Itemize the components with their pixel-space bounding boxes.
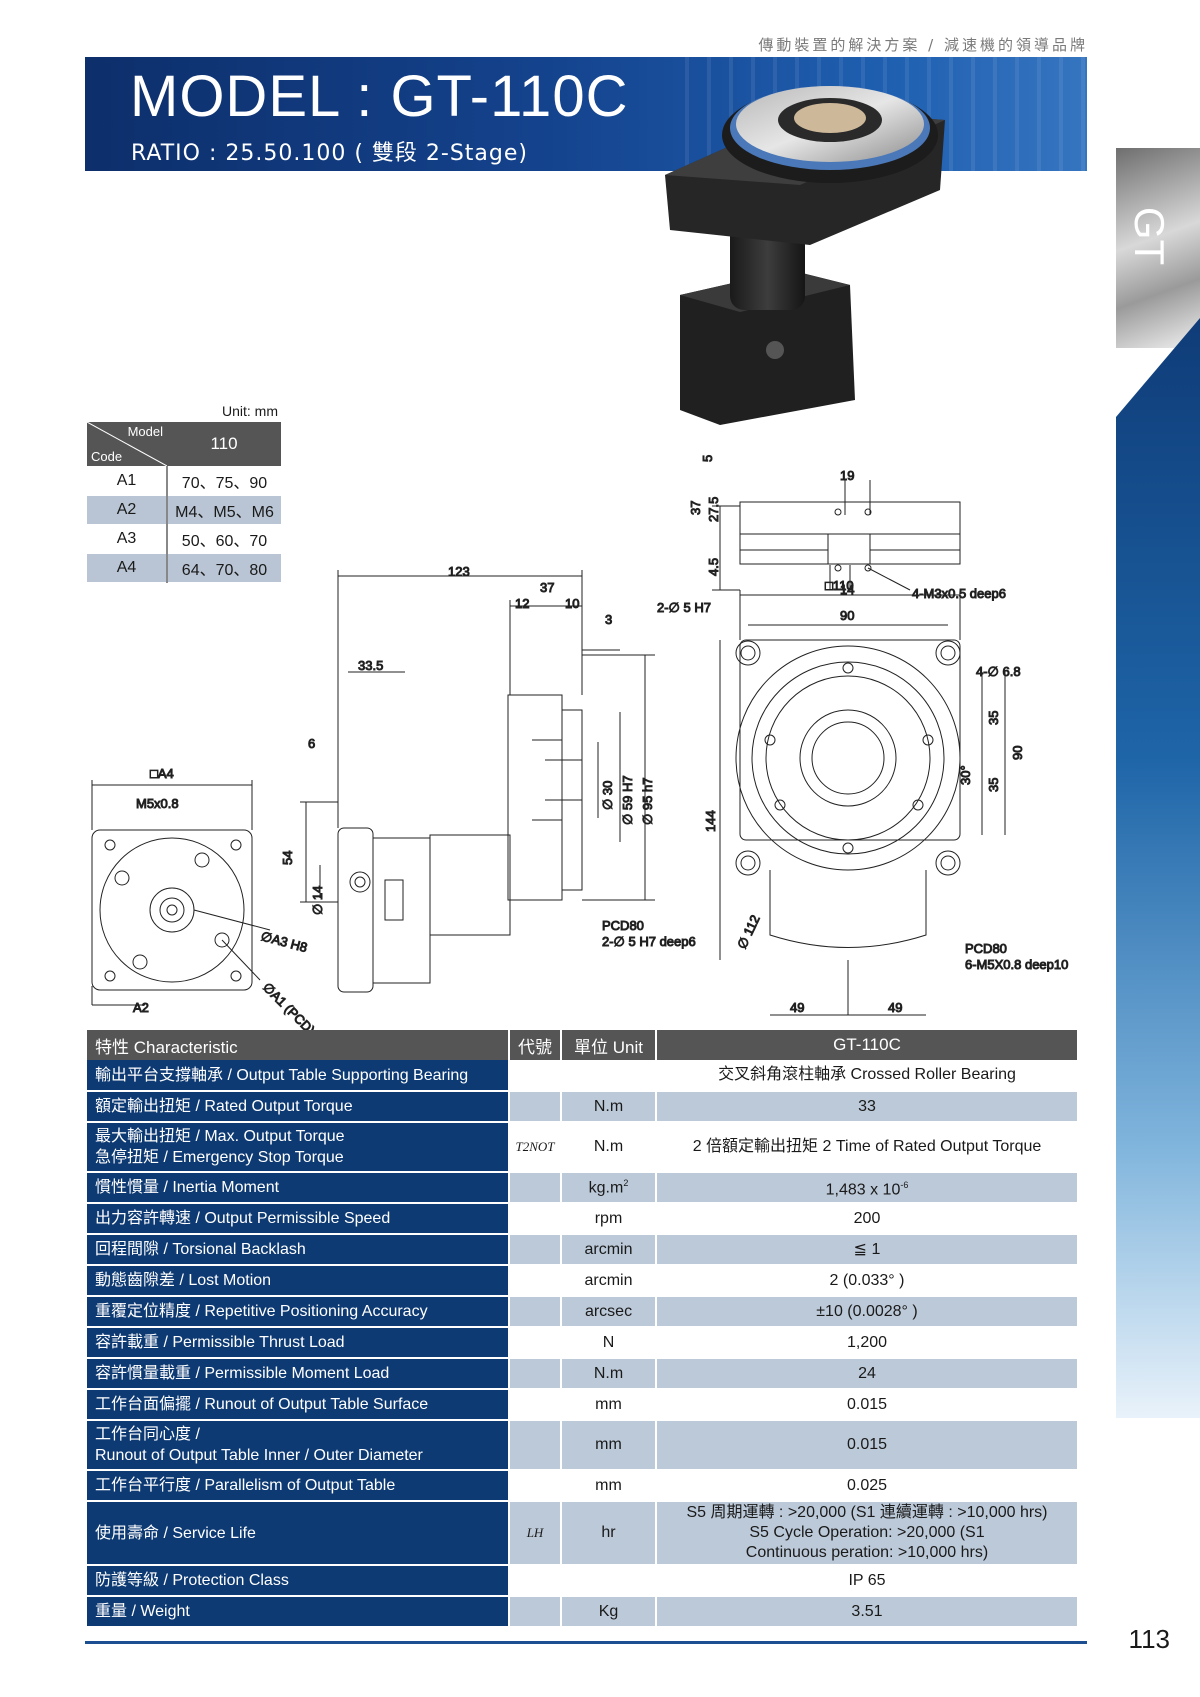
code-table-model-value: 110 <box>167 422 281 467</box>
svg-text:□A4: □A4 <box>150 766 174 781</box>
page-number: 113 <box>1128 1624 1170 1654</box>
table-row: 使用壽命 / Service Life LH hr S5 周期運轉 : >20,… <box>87 1501 1079 1566</box>
svg-text:∅ 95 h7: ∅ 95 h7 <box>640 778 655 825</box>
svg-text:90: 90 <box>1010 746 1025 760</box>
svg-text:10: 10 <box>565 596 579 611</box>
table-row: 容許慣量載重 / Permissible Moment Load N.m 24 <box>87 1358 1079 1390</box>
technical-drawings: 19 5 37 27.5 4.5 14 4-M3x0.5 deep6 123 3… <box>91 454 1069 1030</box>
output-face-drawing <box>719 590 1006 1016</box>
svg-text:∅ 112: ∅ 112 <box>734 913 763 952</box>
svg-text:2-∅ 5 H7 deep6: 2-∅ 5 H7 deep6 <box>602 934 696 949</box>
table-row: 工作台面偏擺 / Runout of Output Table Surface … <box>87 1389 1079 1421</box>
spec-header-characteristic: 特性 Characteristic <box>87 1030 510 1060</box>
table-row: 重量 / Weight Kg 3.51 <box>87 1596 1079 1628</box>
table-row: 出力容許轉速 / Output Permissible Speed rpm 20… <box>87 1203 1079 1235</box>
svg-text:33.5: 33.5 <box>358 658 383 673</box>
side-view-drawing <box>300 570 655 993</box>
svg-text:49: 49 <box>790 1000 804 1015</box>
spec-table: 特性 Characteristic 代號 單位 Unit GT-110C 輸出平… <box>87 1030 1079 1628</box>
svg-text:12: 12 <box>515 596 529 611</box>
svg-text:37: 37 <box>540 580 554 595</box>
code-cell: A3 <box>87 524 168 554</box>
spec-header-unit: 單位 Unit <box>561 1030 657 1060</box>
svg-text:49: 49 <box>888 1000 902 1015</box>
svg-text:∅ 14: ∅ 14 <box>310 886 325 915</box>
table-row: 慣性慣量 / Inertia Moment kg.m2 1,483 x 10-6 <box>87 1172 1079 1204</box>
svg-text:∅ 59 H7: ∅ 59 H7 <box>620 775 635 825</box>
svg-text:90: 90 <box>840 608 854 623</box>
table-row: 工作台同心度 /Runout of Output Table Inner / O… <box>87 1420 1079 1471</box>
code-cell: A2 <box>87 495 168 525</box>
svg-text:2-∅ 5 H7: 2-∅ 5 H7 <box>657 600 711 615</box>
code-value: 70、75、90 <box>167 466 281 496</box>
svg-text:A2: A2 <box>133 1000 149 1015</box>
ratio-text: RATIO : 25.50.100 ( 雙段 2-Stage) <box>131 141 528 166</box>
table-row: 額定輸出扭矩 / Rated Output Torque N.m 33 <box>87 1091 1079 1123</box>
table-row: 重覆定位精度 / Repetitive Positioning Accuracy… <box>87 1296 1079 1328</box>
code-cell: A4 <box>87 553 168 583</box>
side-blue-strip <box>1116 318 1200 1418</box>
svg-text:30°: 30° <box>958 765 973 785</box>
svg-text:6-M5X0.8 deep10: 6-M5X0.8 deep10 <box>965 957 1068 972</box>
svg-text:M5x0.8: M5x0.8 <box>136 796 179 811</box>
svg-text:123: 123 <box>448 564 470 579</box>
top-view-drawing <box>712 480 961 591</box>
svg-text:27.5: 27.5 <box>706 497 721 522</box>
brand-tagline: 傳動裝置的解決方案 / 減速機的領導品牌 <box>758 36 1088 54</box>
code-table-corner: Model Code <box>87 422 167 467</box>
svg-text:4-∅ 6.8: 4-∅ 6.8 <box>976 664 1021 679</box>
table-row: 防護等級 / Protection Class IP 65 <box>87 1565 1079 1597</box>
svg-text:5: 5 <box>700 455 715 462</box>
svg-text:35: 35 <box>986 778 1001 792</box>
table-row: 容許載重 / Permissible Thrust Load N 1,200 <box>87 1327 1079 1359</box>
svg-text:54: 54 <box>280 851 295 865</box>
svg-text:□110: □110 <box>825 578 854 593</box>
svg-text:∅A3 H8: ∅A3 H8 <box>259 928 309 955</box>
input-flange-drawing <box>91 780 271 1006</box>
table-row: 工作台平行度 / Parallelism of Output Table mm … <box>87 1470 1079 1502</box>
svg-text:∅ 30: ∅ 30 <box>600 781 615 810</box>
svg-text:3: 3 <box>605 612 612 627</box>
svg-text:∅A1 (PCD): ∅A1 (PCD) <box>260 980 318 1030</box>
product-image <box>665 86 945 425</box>
side-band <box>1116 0 1200 1697</box>
svg-text:14: 14 <box>840 582 854 597</box>
table-row: 動態齒隙差 / Lost Motion arcmin 2 (0.033° ) <box>87 1265 1079 1297</box>
code-value: 64、70、80 <box>167 553 281 583</box>
code-value: M4、M5、M6 <box>167 495 281 525</box>
svg-text:144: 144 <box>703 810 718 832</box>
series-label: GT <box>1125 206 1173 266</box>
svg-text:PCD80: PCD80 <box>602 918 644 933</box>
unit-note: Unit: mm <box>222 403 278 419</box>
svg-text:PCD80: PCD80 <box>965 941 1007 956</box>
code-value: 50、60、70 <box>167 524 281 554</box>
table-row: 回程間隙 / Torsional Backlash arcmin ≦ 1 <box>87 1234 1079 1266</box>
spec-header-model: GT-110C <box>656 1030 1079 1060</box>
side-metal-strip <box>1116 148 1200 348</box>
spec-header-symbol: 代號 <box>509 1030 562 1060</box>
svg-text:4-M3x0.5 deep6: 4-M3x0.5 deep6 <box>912 586 1006 601</box>
model-title: MODEL : GT-110C <box>130 64 629 129</box>
table-row: 輸出平台支撐軸承 / Output Table Supporting Beari… <box>87 1060 1079 1092</box>
code-cell: A1 <box>87 466 168 496</box>
svg-text:6: 6 <box>308 736 315 751</box>
svg-text:19: 19 <box>840 468 854 483</box>
svg-text:37: 37 <box>688 501 703 515</box>
bottom-divider <box>85 1641 1087 1644</box>
svg-text:4.5: 4.5 <box>706 558 721 576</box>
svg-text:35: 35 <box>986 711 1001 725</box>
